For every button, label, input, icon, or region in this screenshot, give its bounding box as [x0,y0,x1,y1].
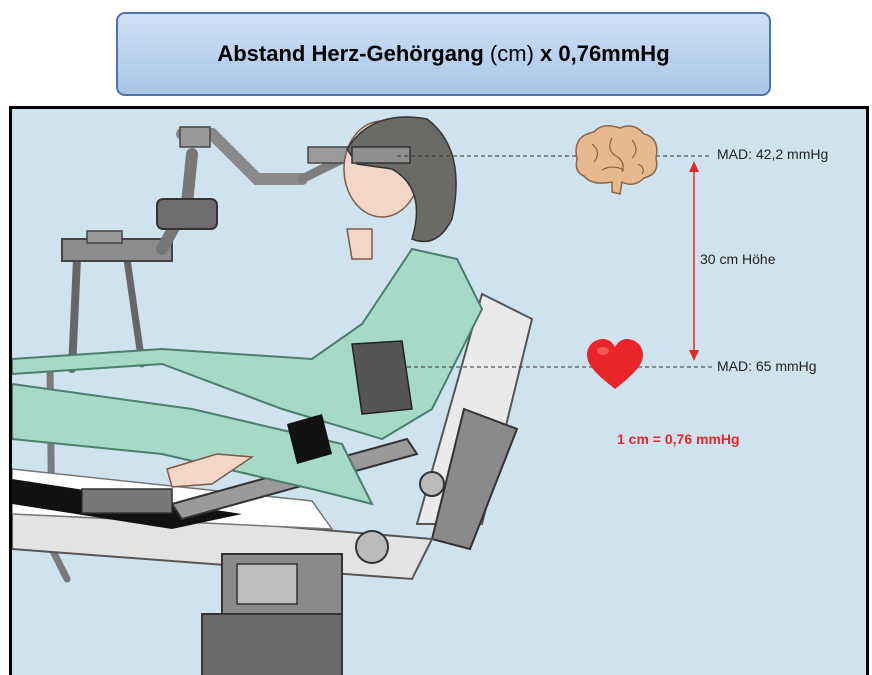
beach-chair-illustration [12,109,869,675]
brain-icon [576,126,657,194]
title-bold-factor: x 0,76mmHg [540,41,670,66]
illustration-panel: MAD: 42,2 mmHg 30 cm Höhe MAD: 65 mmHg 1… [9,106,869,675]
conversion-label: 1 cm = 0,76 mmHg [617,431,740,447]
mad-brain-label: MAD: 42,2 mmHg [717,146,828,162]
formula-title-box: Abstand Herz-Gehörgang (cm) x 0,76mmHg [116,12,771,96]
height-label: 30 cm Höhe [700,251,775,267]
heart-icon [587,339,643,389]
height-arrow [689,161,699,361]
title-unit: (cm) [484,41,540,66]
mad-heart-label: MAD: 65 mmHg [717,358,817,374]
title-bold-distance: Abstand Herz-Gehörgang [217,41,483,66]
